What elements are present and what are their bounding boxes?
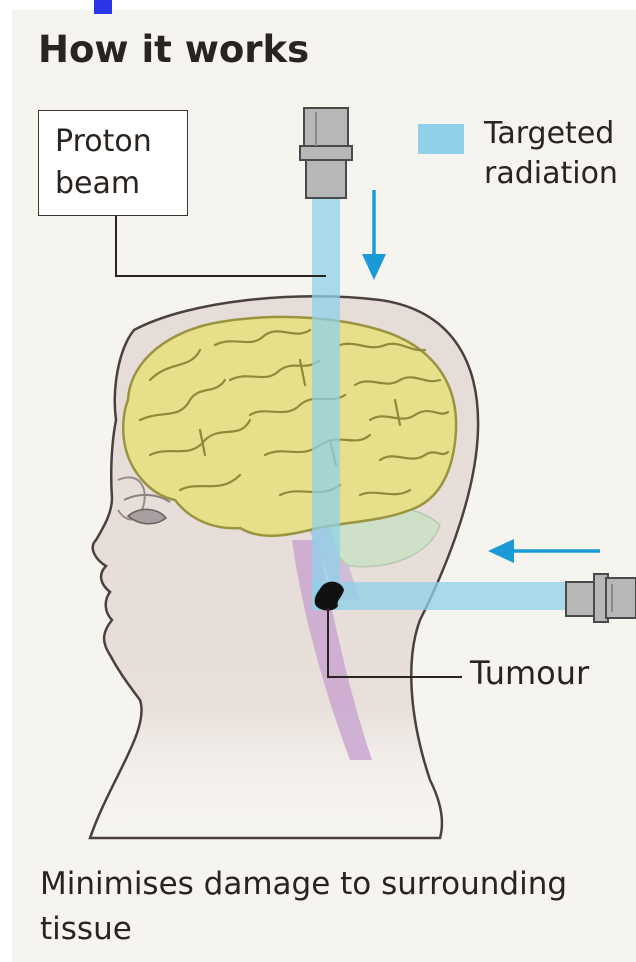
right-nozzle-icon <box>566 574 636 622</box>
top-nozzle-icon <box>300 108 352 198</box>
proton-beam-callout: Proton beam <box>38 110 188 216</box>
proton-beam-label: Proton beam <box>55 121 183 205</box>
down-arrow-icon <box>362 190 386 280</box>
left-arrow-icon <box>488 539 600 563</box>
horizontal-beam <box>312 582 574 610</box>
diagram-title: How it works <box>38 28 309 71</box>
diagram-caption: Minimises damage to surrounding tissue <box>40 862 600 952</box>
proton-beam-leader-line <box>116 216 326 276</box>
vertical-beam <box>312 198 340 610</box>
targeted-radiation-label: Targeted radiation <box>484 114 634 194</box>
targeted-radiation-swatch <box>418 124 464 154</box>
tumour-label: Tumour <box>470 654 589 692</box>
